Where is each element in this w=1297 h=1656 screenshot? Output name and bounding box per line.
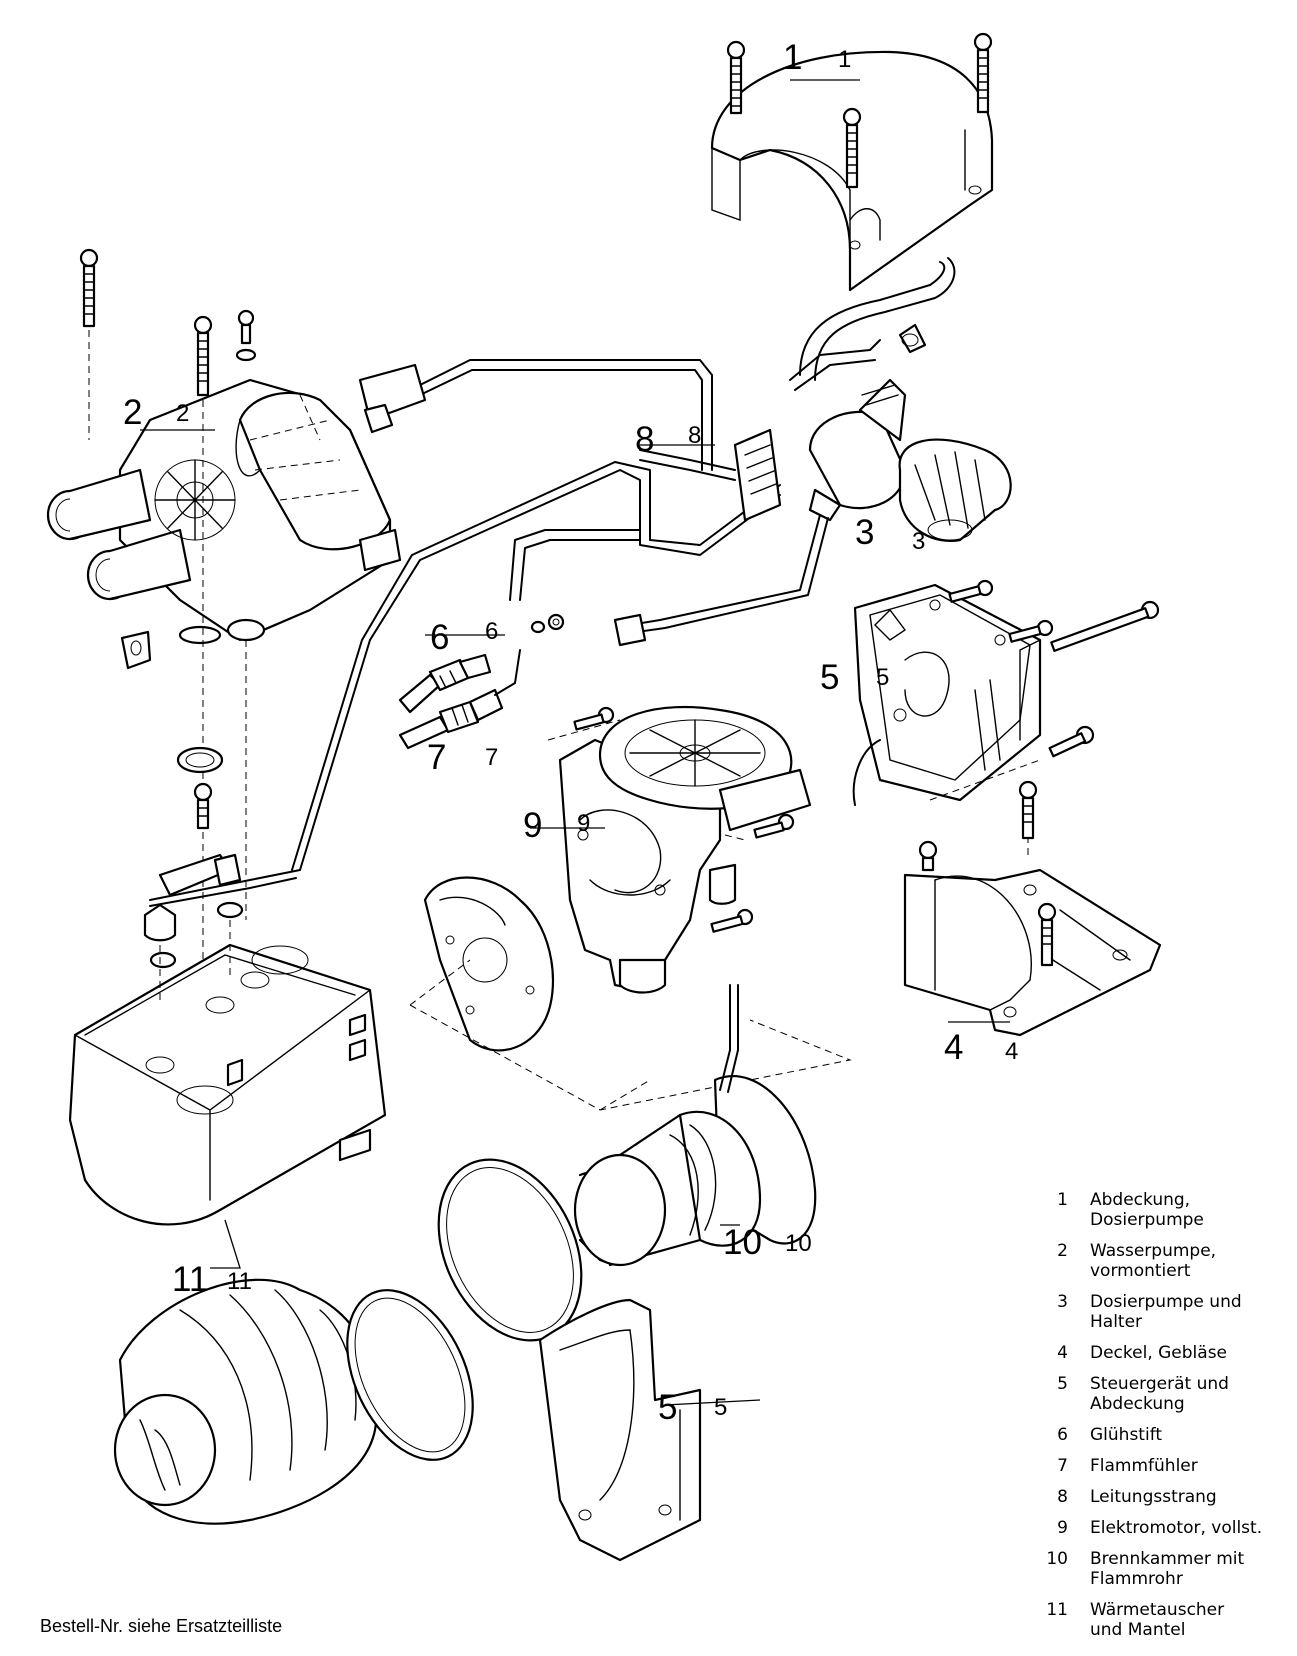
callout-5a-large: 5: [820, 658, 840, 697]
callout-5a-small: 5: [876, 664, 890, 691]
assembly-line-2: [88, 330, 247, 1000]
part-5-cover: [538, 1298, 702, 1562]
callout-2-small: 2: [176, 400, 190, 427]
part-3-dosing-pump: [613, 257, 1012, 647]
callout-3-small: 3: [912, 528, 926, 555]
legend-number: 10: [1046, 1549, 1068, 1569]
part-11-fittings: [143, 782, 244, 969]
o-ring-lower: [176, 746, 224, 774]
callout-10-small: 10: [785, 1230, 812, 1257]
legend-label: Flammfühler: [1090, 1456, 1198, 1476]
legend-row: 5 Steuergerät und Abdeckung: [1040, 1374, 1290, 1414]
callout-9-large: 9: [523, 806, 543, 845]
callout-4-small: 4: [1005, 1038, 1019, 1065]
legend-row: 11 Wärmetauscher und Mantel: [1040, 1600, 1290, 1640]
legend-label: Dosierpumpe und Halter: [1090, 1292, 1242, 1332]
part-10-combustion-chamber: [573, 984, 817, 1267]
callout-8-small: 8: [688, 422, 702, 449]
legend-row: 1 Abdeckung, Dosierpumpe: [1040, 1190, 1290, 1230]
callout-5b-large: 5: [658, 1388, 678, 1427]
legend-label: Steuergerät und Abdeckung: [1090, 1374, 1229, 1414]
legend-row: 9 Elektromotor, vollst.: [1040, 1518, 1290, 1538]
legend-number: 3: [1057, 1292, 1068, 1312]
legend-number: 7: [1057, 1456, 1068, 1476]
part-7-flame-sensor: [398, 649, 521, 750]
part-4-blower-cover: [903, 868, 1162, 1037]
o-rings: [346, 1158, 583, 1461]
legend-row: 2 Wasserpumpe, vormontiert: [1040, 1241, 1290, 1281]
legend-row: 6 Glühstift: [1040, 1425, 1290, 1445]
legend-number: 8: [1057, 1487, 1068, 1507]
legend-label: Abdeckung, Dosierpumpe: [1090, 1190, 1204, 1230]
part-9-screws: [573, 706, 795, 933]
callout-11-small: 11: [227, 1268, 252, 1295]
part-8-wiring-harness: [149, 339, 881, 907]
parts-legend: 1 Abdeckung, Dosierpumpe 2 Wasserpumpe, vo…: [1040, 1190, 1290, 1651]
part-6-glow-plug: [398, 613, 565, 714]
legend-label: Glühstift: [1090, 1425, 1163, 1445]
callout-3-large: 3: [855, 513, 875, 552]
callout-7-small: 7: [485, 744, 499, 771]
gasket: [423, 876, 555, 1052]
callout-10-large: 10: [723, 1223, 762, 1262]
legend-row: 3 Dosierpumpe und Halter: [1040, 1292, 1290, 1332]
legend-number: 5: [1057, 1374, 1068, 1394]
part-2-water-pump: [46, 378, 402, 670]
callout-8-large: 8: [635, 420, 655, 459]
legend-row: 8 Leitungsstrang: [1040, 1487, 1290, 1507]
callout-4-large: 4: [944, 1028, 964, 1067]
legend-row: 4 Deckel, Gebläse: [1040, 1343, 1290, 1363]
part-4-screws: [918, 780, 1057, 967]
callout-1-large: 1: [783, 38, 803, 77]
callout-9-small: 9: [577, 810, 591, 837]
legend-label: Elektromotor, vollst.: [1090, 1518, 1263, 1538]
part-2-screws: [79, 248, 257, 397]
part-9-electric-motor: [558, 705, 812, 994]
assembly-line-burner: [409, 959, 852, 1111]
legend-row: 10 Brennkammer mit Flammrohr: [1040, 1549, 1290, 1589]
legend-number: 4: [1057, 1343, 1068, 1363]
callout-6-small: 6: [485, 618, 499, 645]
part-11-jacket: [113, 1278, 379, 1525]
legend-label: Deckel, Gebläse: [1090, 1343, 1228, 1363]
part-11-heat-exchanger: [68, 943, 387, 1226]
legend-number: 2: [1057, 1241, 1068, 1261]
callout-6-large: 6: [430, 618, 450, 657]
callout-11-large: 11: [172, 1260, 209, 1299]
legend-number: 6: [1057, 1425, 1068, 1445]
callout-5b-small: 5: [714, 1394, 728, 1421]
part-1-screws: [726, 32, 993, 189]
callout-7-large: 7: [427, 738, 447, 777]
legend-label: Wasserpumpe, vormontiert: [1090, 1241, 1217, 1281]
o-ring-2: [226, 618, 266, 642]
callout-2-large: 2: [123, 393, 143, 432]
legend-number: 11: [1046, 1600, 1068, 1620]
legend-label: Brennkammer mit Flammrohr: [1090, 1549, 1245, 1589]
callout-1-small: 1: [838, 46, 852, 73]
legend-label: Wärmetauscher und Mantel: [1090, 1600, 1225, 1640]
leader-lines: [140, 79, 1010, 1406]
part-5-control-unit: [852, 583, 1042, 806]
order-number-note: Bestell-Nr. siehe Ersatzteilliste: [40, 1616, 283, 1636]
legend-label: Leitungsstrang: [1090, 1487, 1217, 1507]
legend-number: 1: [1057, 1190, 1068, 1210]
legend-row: 7 Flammfühler: [1040, 1456, 1290, 1476]
part-5-screws: [948, 579, 1160, 758]
legend-number: 9: [1057, 1518, 1068, 1538]
